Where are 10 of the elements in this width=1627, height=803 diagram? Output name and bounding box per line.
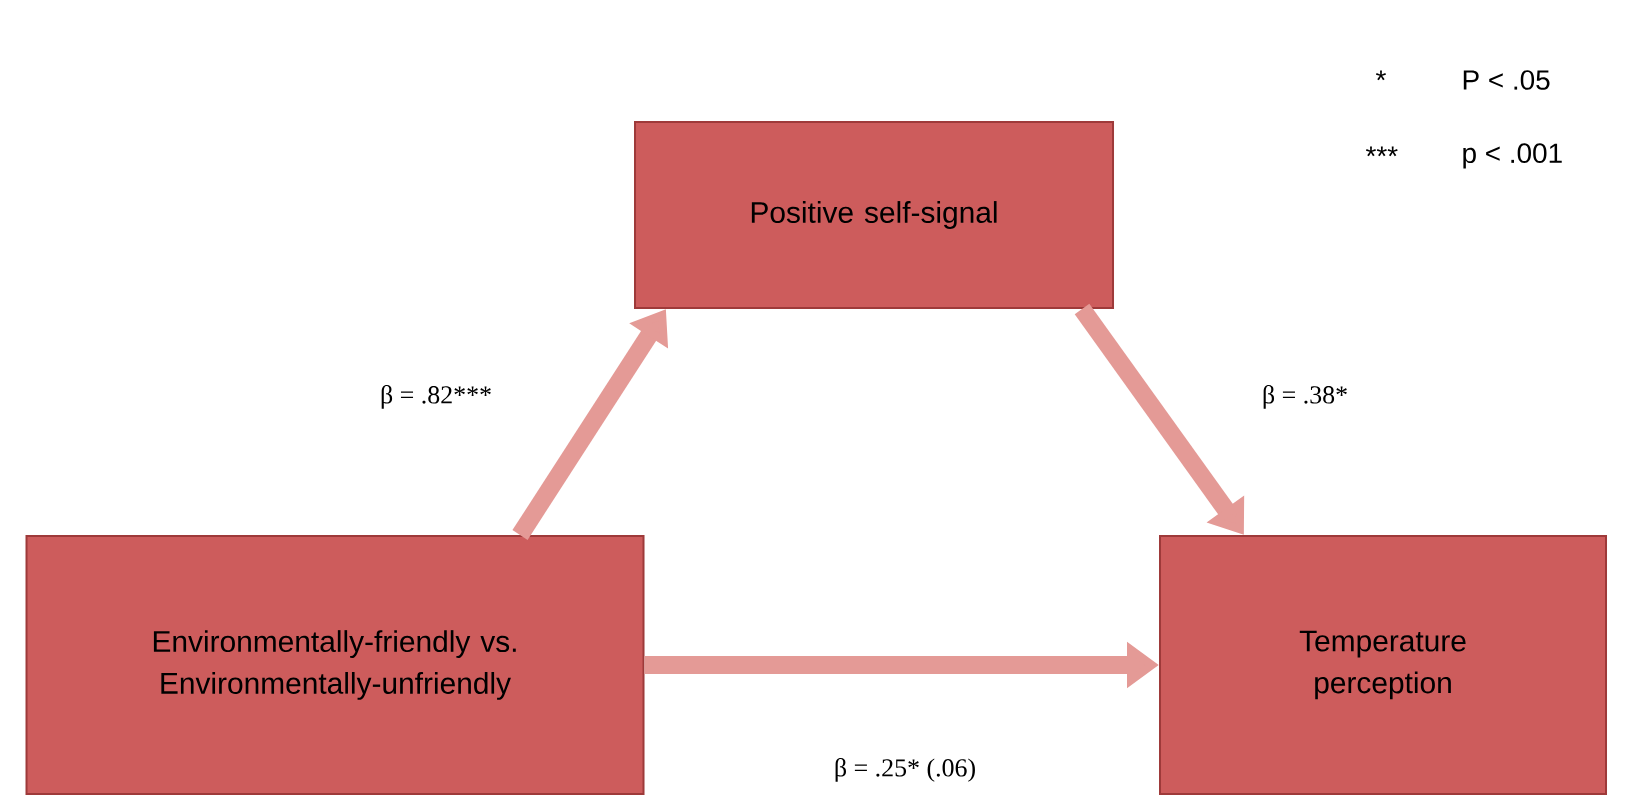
process-box: Temperature perception: [1159, 535, 1607, 795]
significance-symbol: *: [1376, 70, 1386, 81]
significance-note: p < .001: [1463, 143, 1562, 169]
edge-label: β = .82***: [381, 385, 491, 409]
edge-label: β = .25* (.06): [835, 758, 975, 782]
edge-label: β = .38*: [1263, 385, 1347, 409]
process-box: Environmentally-friendly vs. Environmentally-unfriendly: [25, 535, 645, 795]
significance-note: P < .05: [1463, 70, 1550, 90]
process-box: Positive self-signal: [634, 121, 1114, 309]
significance-symbol: ***: [1366, 146, 1398, 157]
